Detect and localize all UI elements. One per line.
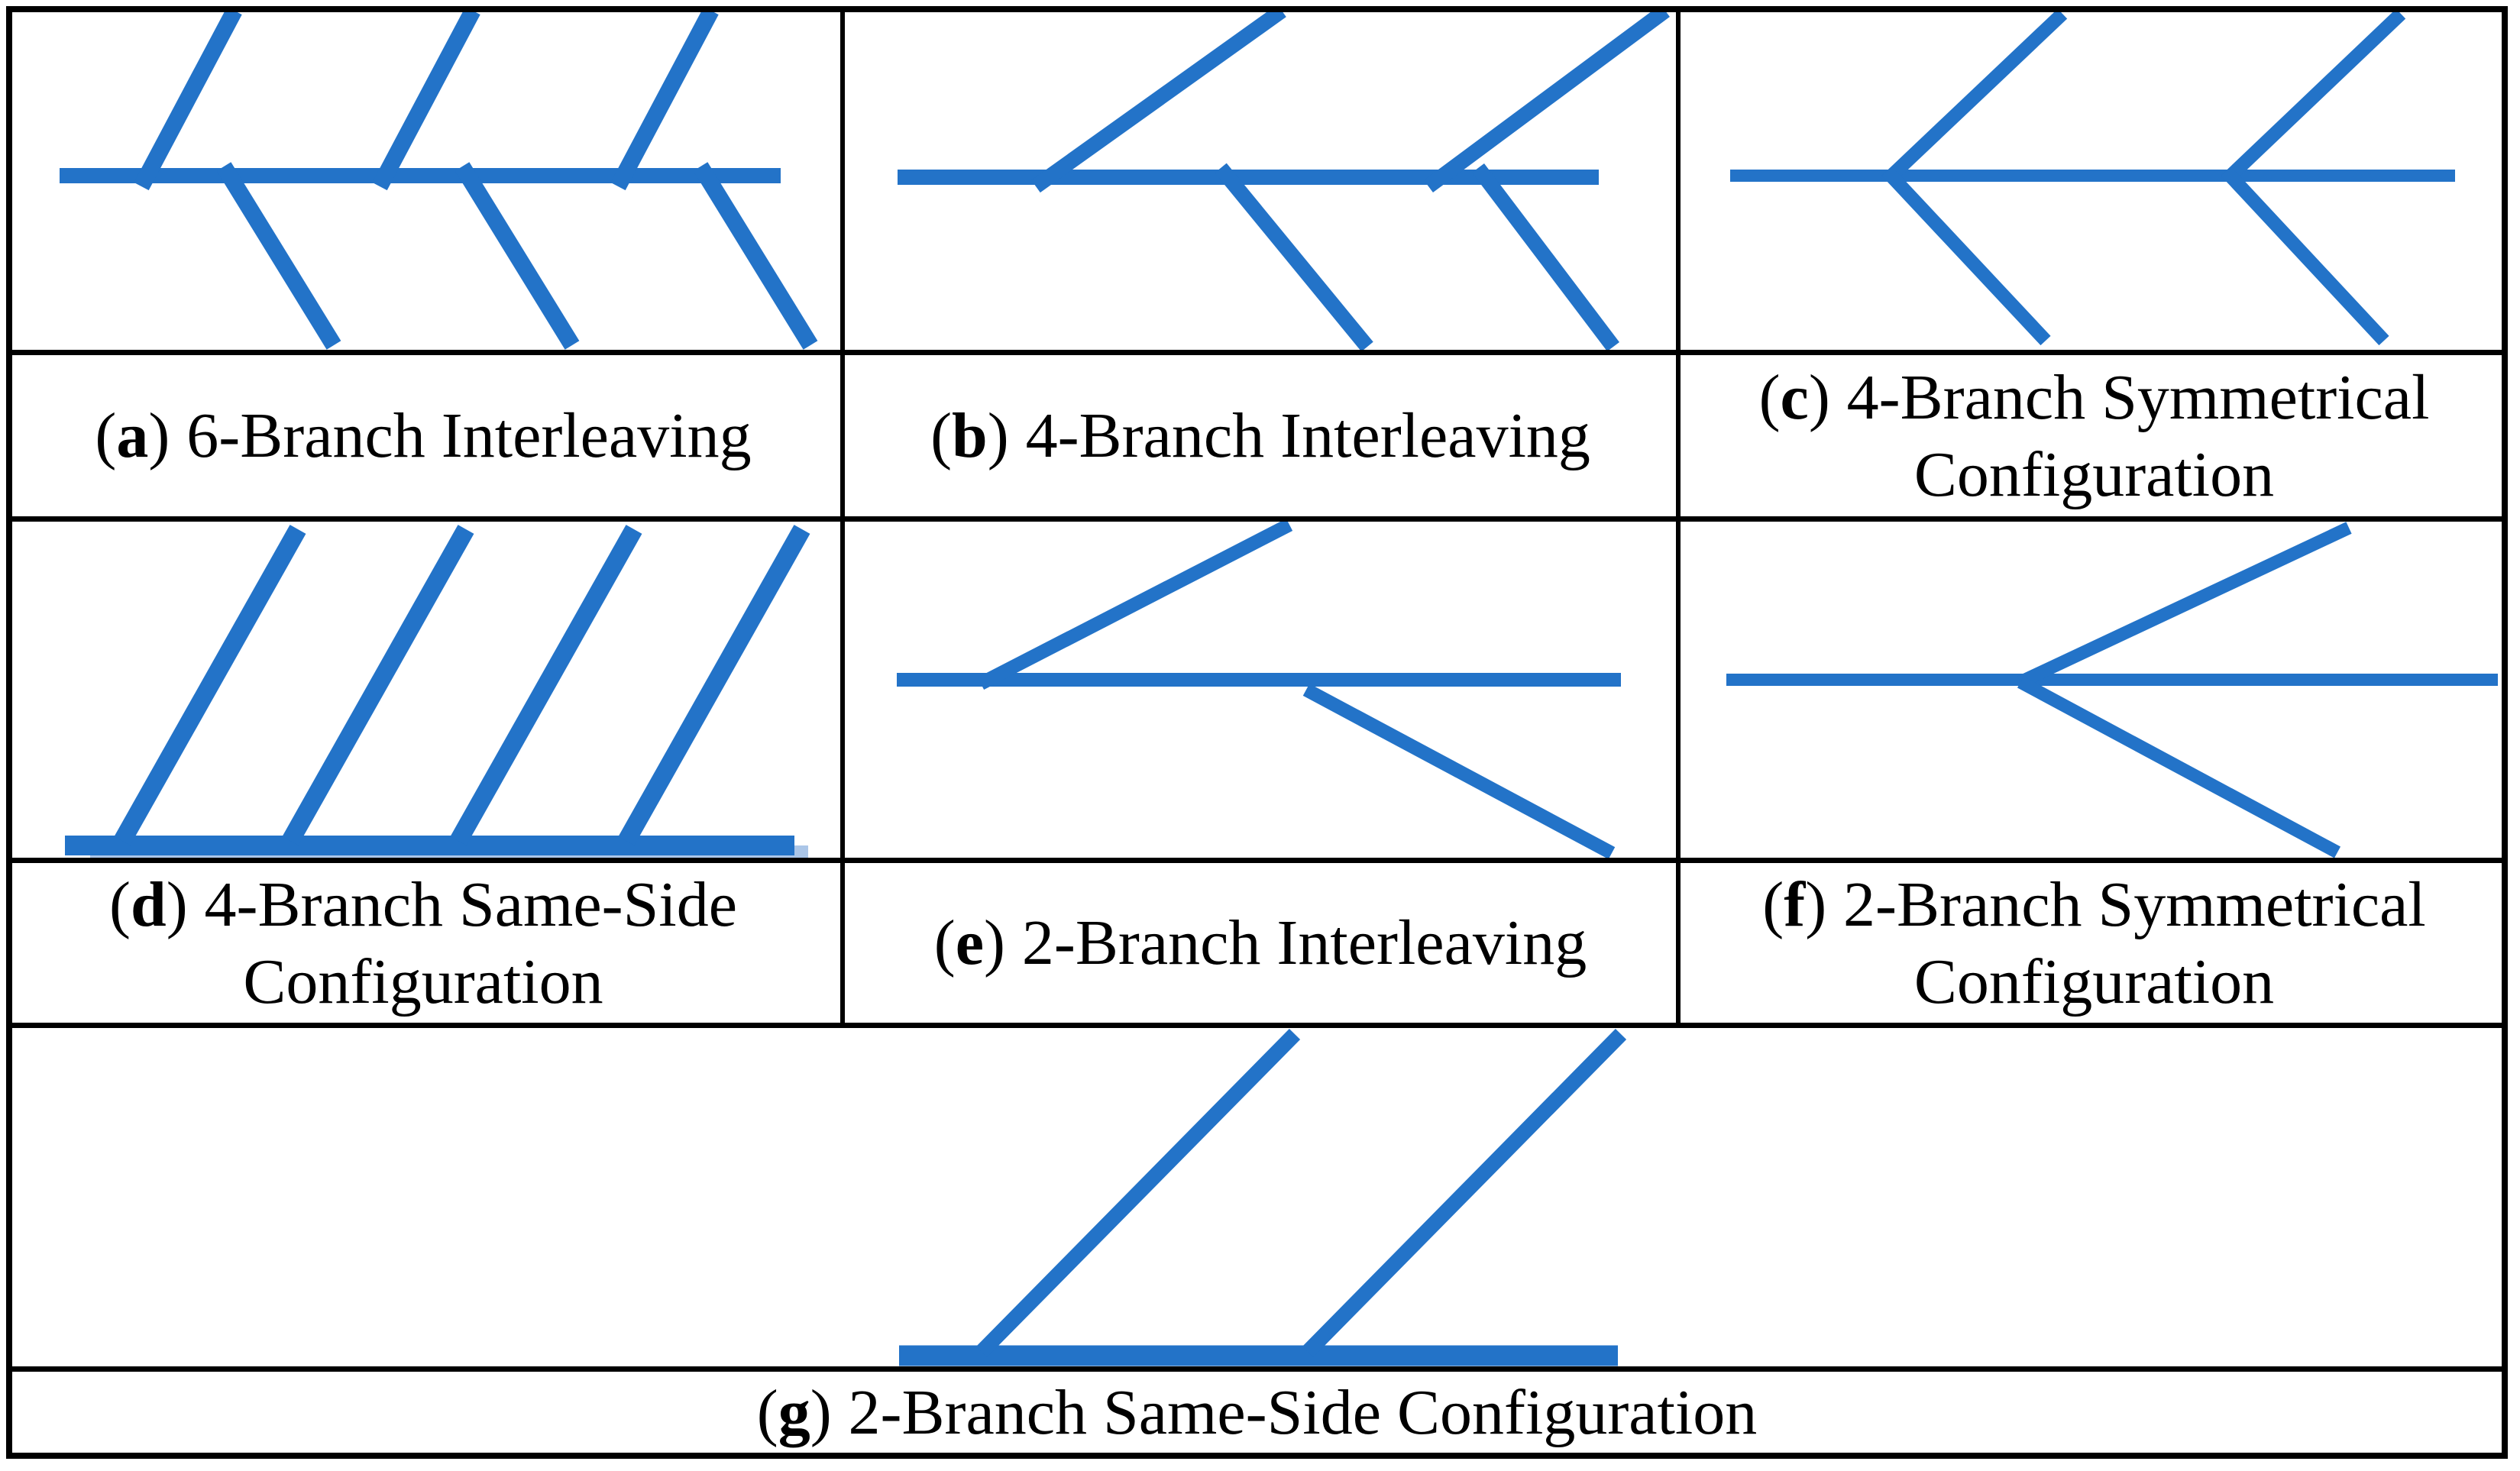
fishbone-4-branch-same-side-diagram xyxy=(65,525,810,858)
caption-a-line1: (a)6-Branch Interleaving xyxy=(95,400,752,471)
caption-b-line1: (b)4-Branch Interleaving xyxy=(930,400,1590,471)
diagram-cell-a xyxy=(6,6,840,350)
caption-b: (b)4-Branch Interleaving xyxy=(845,355,1676,516)
fishbone-2-branch-interleaving-diagram xyxy=(897,522,1621,858)
diagram-cell-g xyxy=(6,1028,2508,1366)
row-separator-5 xyxy=(6,1366,2508,1372)
row-separator-1 xyxy=(6,350,2508,355)
diagram-cell-b xyxy=(845,6,1676,350)
caption-f-line2: Configuration xyxy=(1913,946,2275,1017)
caption-d: (d)4-Branch Same-Side Configuration xyxy=(6,863,840,1023)
table-border-left xyxy=(6,6,12,1459)
diagram-cell-f xyxy=(1681,522,2508,858)
caption-g-line1: (g)2-Branch Same-Side Configuration xyxy=(756,1377,1758,1448)
table-border-right xyxy=(2502,6,2508,1459)
diagram-cell-d xyxy=(6,522,840,858)
row-separator-3 xyxy=(6,858,2508,863)
row-separator-4 xyxy=(6,1023,2508,1028)
caption-g: (g)2-Branch Same-Side Configuration xyxy=(6,1372,2508,1453)
fishbone-4-branch-symmetrical-diagram xyxy=(1730,8,2455,346)
column-divider-2 xyxy=(1676,6,1681,1028)
table-border-bottom xyxy=(6,1453,2508,1459)
column-divider-1 xyxy=(840,6,845,1028)
caption-f: (f)2-Branch Symmetrical Configuration xyxy=(1681,863,2508,1023)
fishbone-2-branch-symmetrical-diagram xyxy=(1726,522,2498,858)
fishbone-2-branch-same-side-diagram xyxy=(899,1028,1627,1366)
row-separator-2 xyxy=(6,516,2508,522)
caption-f-line1: (f)2-Branch Symmetrical xyxy=(1762,868,2426,940)
caption-a: (a)6-Branch Interleaving xyxy=(6,355,840,516)
caption-e-line1: (e)2-Branch Interleaving xyxy=(933,907,1587,978)
table-border-top xyxy=(6,6,2508,12)
caption-d-line2: Configuration xyxy=(243,946,603,1017)
caption-e: (e)2-Branch Interleaving xyxy=(845,863,1676,1023)
caption-c: (c)4-Branch Symmetrical Configuration xyxy=(1681,355,2508,516)
fishbone-4-branch-interleaving-diagram xyxy=(898,6,1670,350)
caption-c-line2: Configuration xyxy=(1913,438,2275,510)
diagram-cell-c xyxy=(1681,6,2508,350)
fishbone-6-branch-interleaving-diagram xyxy=(60,6,818,350)
caption-d-line1: (d)4-Branch Same-Side xyxy=(109,868,737,940)
diagram-cell-e xyxy=(845,522,1676,858)
caption-c-line1: (c)4-Branch Symmetrical xyxy=(1758,361,2430,433)
